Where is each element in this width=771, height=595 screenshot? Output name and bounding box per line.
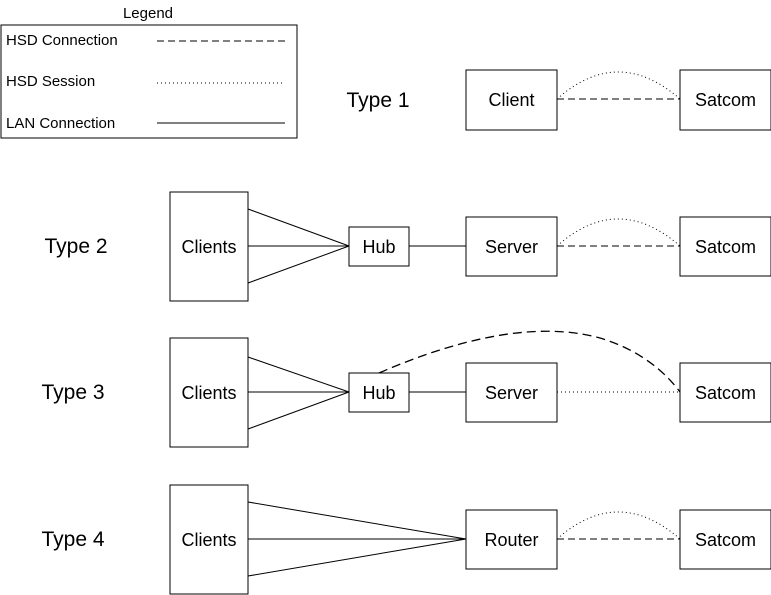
type-2-label: Type 2 [44,235,107,258]
type-1-label: Type 1 [346,89,409,112]
type-4-lan-client-router-bottom [248,539,466,576]
type-1-row: Type 1 Client Satcom [346,70,771,130]
type-1-hsd-session [557,72,680,99]
type-3-clients-label: Clients [181,383,236,403]
type-3-lan-client-hub-bottom [248,392,349,429]
legend-label-lan-connection: LAN Connection [6,115,115,132]
type-3-label: Type 3 [41,381,104,404]
type-4-label: Type 4 [41,528,104,551]
type-2-hsd-session [557,219,680,246]
legend-label-hsd-connection: HSD Connection [6,32,118,49]
type-3-satcom-label: Satcom [695,383,756,403]
type-3-hub-label: Hub [362,383,395,403]
type-4-row: Type 4 Clients Router Satcom [41,485,771,594]
type-3-server-label: Server [485,383,538,403]
type-2-lan-client-hub-top [248,209,349,246]
type-3-row: Type 3 Clients Hub Server Satcom [41,331,771,447]
type-4-hsd-session [557,512,680,539]
type-2-server-label: Server [485,237,538,257]
legend-label-hsd-session: HSD Session [6,73,95,90]
legend: Legend HSD Connection HSD Session LAN Co… [1,5,297,138]
type-1-satcom-label: Satcom [695,90,756,110]
legend-title: Legend [123,5,173,22]
type-3-lan-client-hub-top [248,357,349,392]
type-2-satcom-label: Satcom [695,237,756,257]
type-2-row: Type 2 Clients Hub Server Satcom [44,192,771,301]
type-4-router-label: Router [484,530,538,550]
type-4-satcom-label: Satcom [695,530,756,550]
type-4-clients-label: Clients [181,530,236,550]
type-2-clients-label: Clients [181,237,236,257]
type-2-hub-label: Hub [362,237,395,257]
type-2-lan-client-hub-bottom [248,246,349,283]
type-4-lan-client-router-top [248,502,466,539]
type-1-client-label: Client [488,90,534,110]
